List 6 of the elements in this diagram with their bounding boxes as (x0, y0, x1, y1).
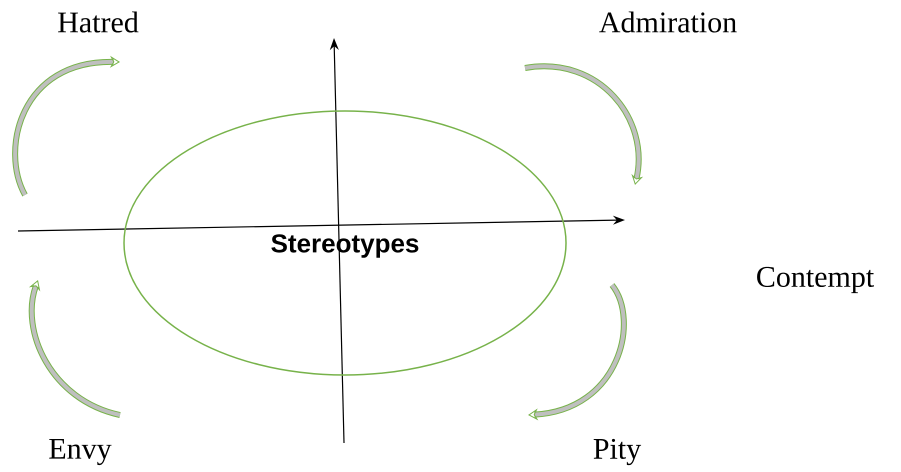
ellipse (123, 110, 567, 376)
emotion-label: Pity (594, 438, 642, 466)
emotion-label: Admiration (599, 11, 737, 33)
emotion-label: Envy (49, 438, 112, 466)
emotion-label: Contempt (757, 266, 874, 294)
emotion-label: Hatred (58, 11, 138, 33)
